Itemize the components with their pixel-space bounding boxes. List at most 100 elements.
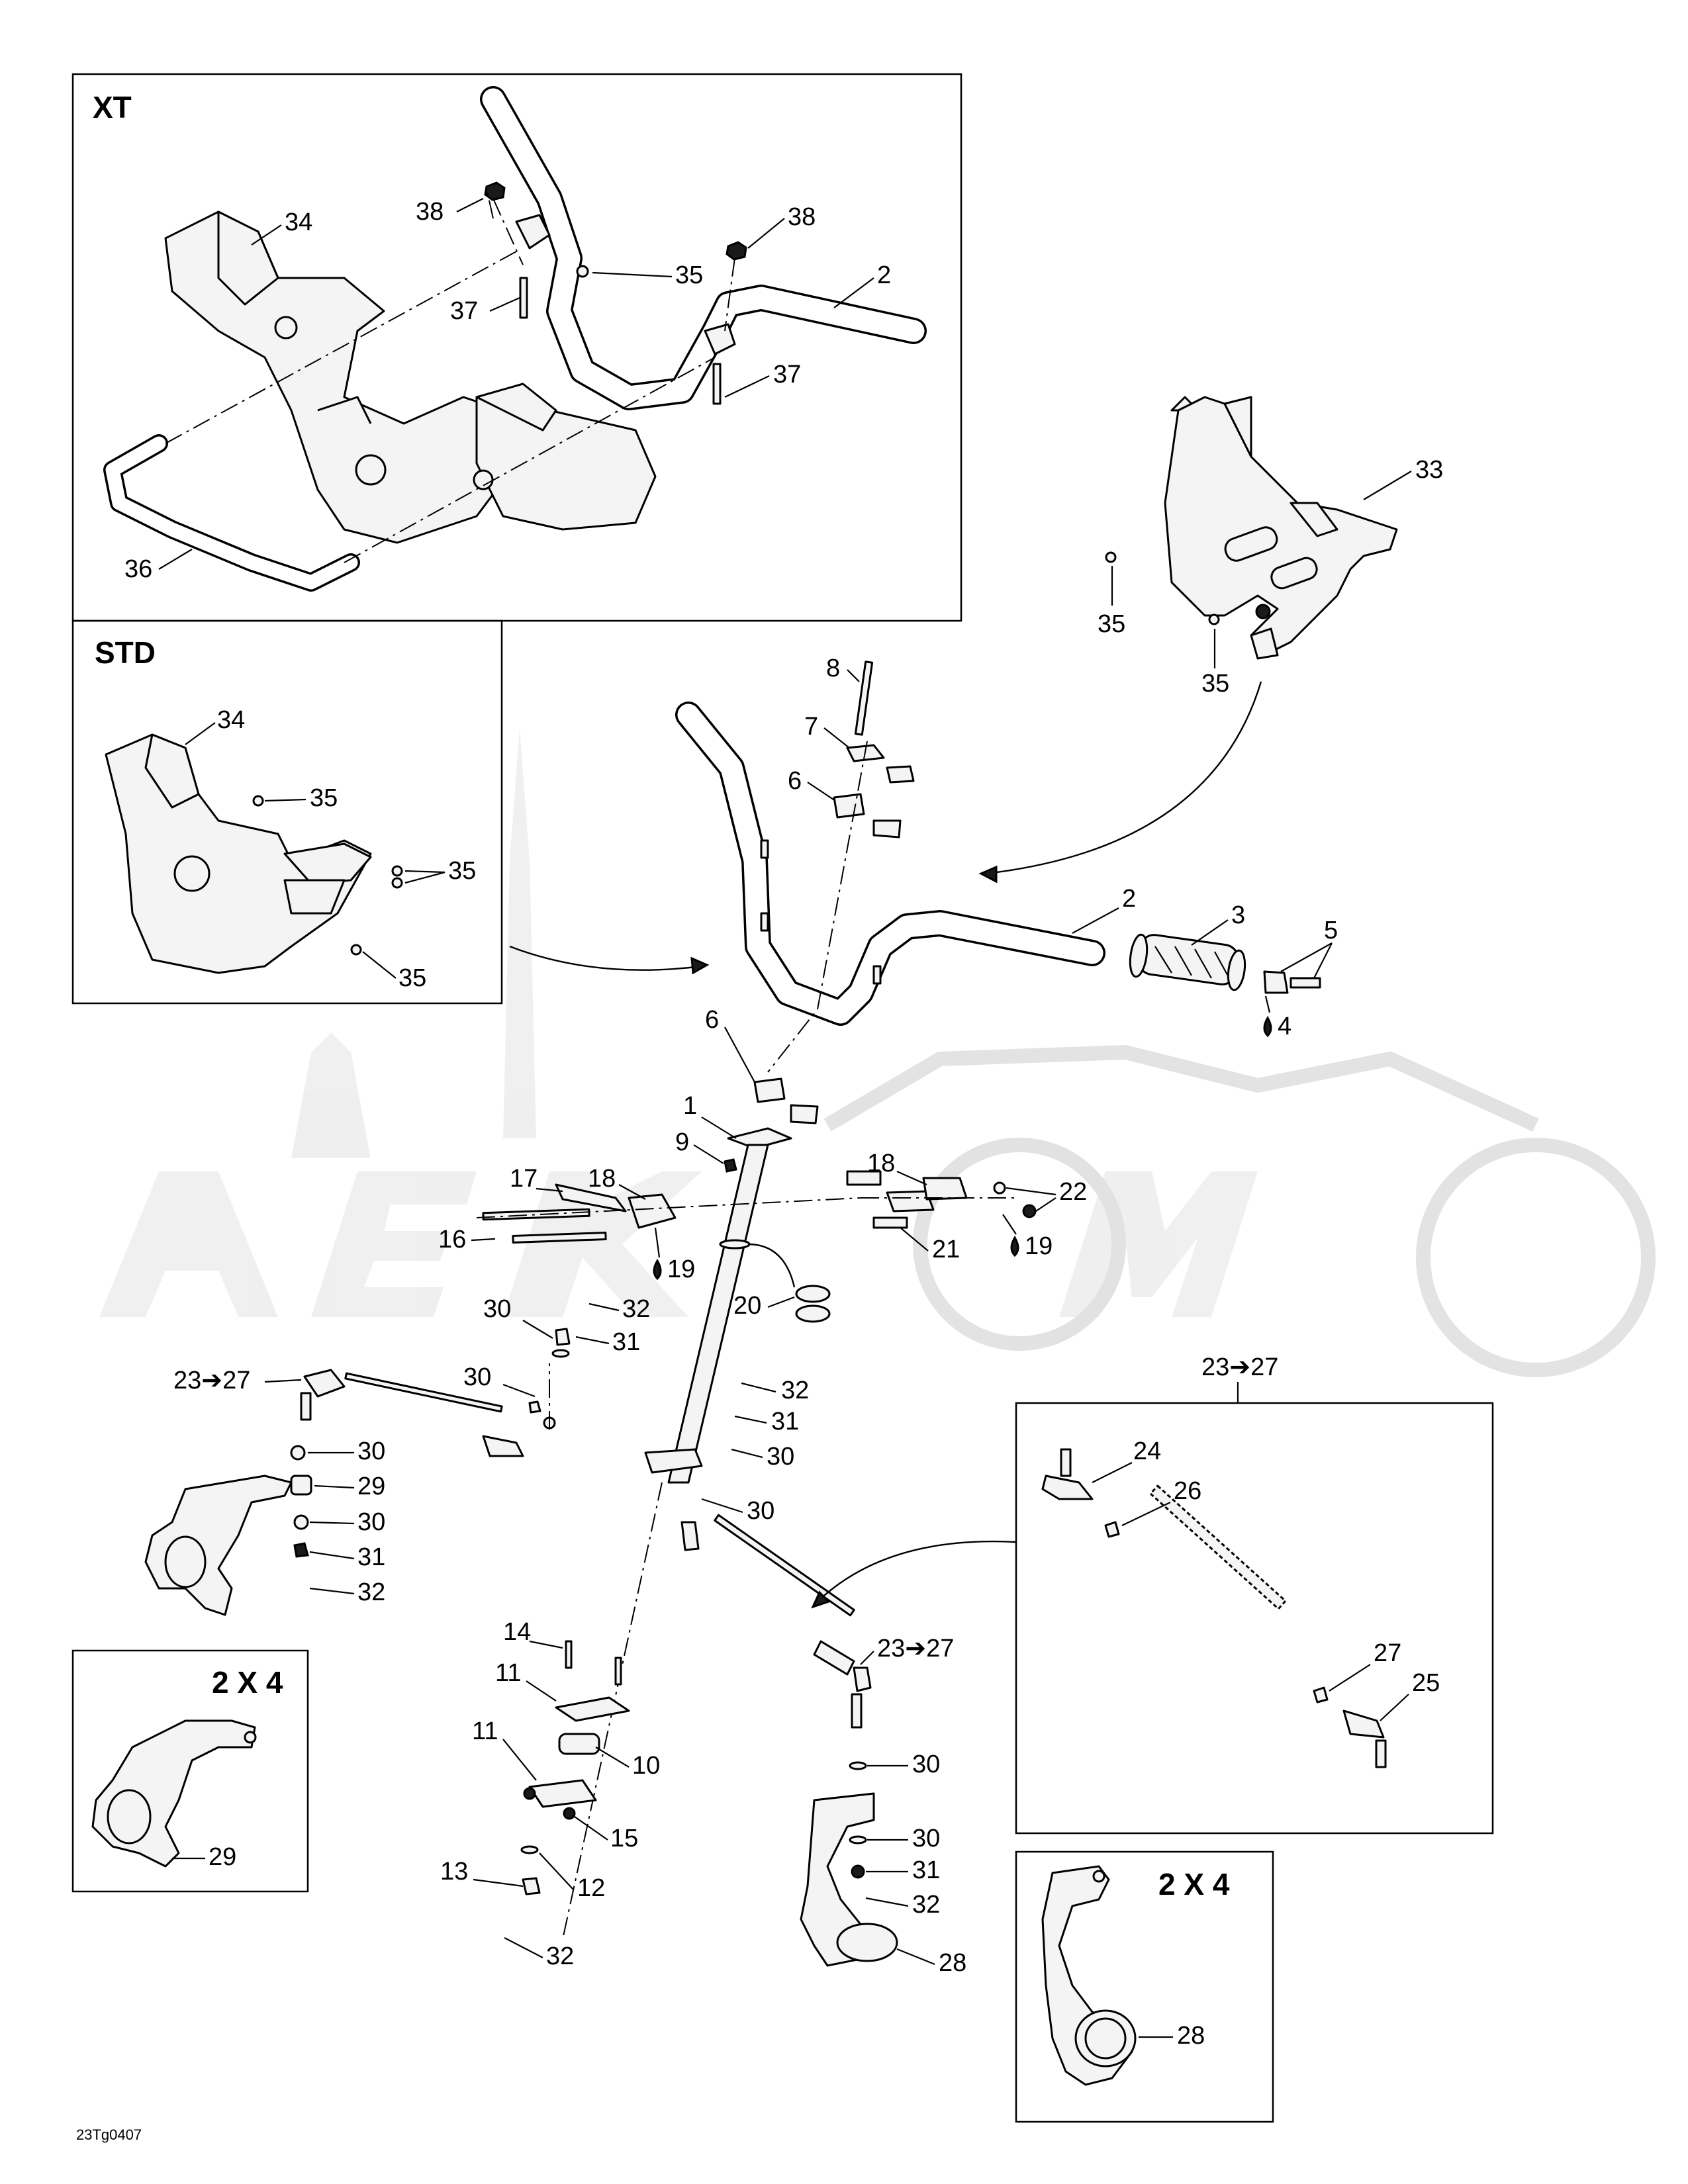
callout: 28 — [1177, 2022, 1205, 2050]
callout: 11 — [495, 1659, 521, 1687]
callout: 22 — [1059, 1178, 1087, 1206]
callout: 37 — [773, 361, 801, 388]
callout: 28 — [939, 1949, 966, 1977]
callout: 30 — [357, 1437, 385, 1465]
o-ring-arrow — [747, 1243, 796, 1288]
right-tie-rod-callouts: 23➔27 30 30 31 32 28 — [860, 1635, 966, 1977]
callout: 36 — [124, 555, 152, 583]
callout: 37 — [450, 297, 478, 325]
grease-drop-icon — [1263, 1016, 1272, 1038]
guard-to-handlebar-arrow — [986, 681, 1262, 875]
callout: 23➔27 — [173, 1367, 250, 1394]
column-callouts: 1 9 17 18 18 22 16 19 19 21 20 — [438, 1092, 1087, 1320]
tie-rod-detail-callouts: 24 26 27 25 — [1092, 1437, 1440, 1721]
knuckle-28-detail — [1041, 1865, 1137, 2086]
callout: 27 — [1374, 1639, 1401, 1667]
callout: 21 — [932, 1236, 960, 1263]
callout: 24 — [1133, 1437, 1161, 1465]
watermark — [99, 728, 1656, 1377]
main-callouts: 8 7 6 2 3 5 4 6 — [705, 655, 1338, 1083]
std-to-handlebar-arrow — [509, 945, 702, 971]
callout: 17 — [510, 1165, 538, 1193]
callout: 8 — [826, 655, 840, 682]
callout: 32 — [912, 1891, 940, 1919]
detail-box-label: 23➔27 — [1201, 1353, 1278, 1381]
callout: 32 — [546, 1942, 574, 1970]
callout: 31 — [612, 1328, 640, 1356]
callout: 31 — [357, 1543, 385, 1571]
callout: 2 — [877, 261, 891, 289]
callout: 35 — [310, 784, 338, 812]
lower-bearing-assembly — [520, 1640, 630, 1895]
steering-column — [476, 1127, 1037, 1940]
callout: 18 — [588, 1165, 616, 1193]
callout: 15 — [610, 1825, 638, 1852]
callout: 3 — [1231, 901, 1245, 929]
callout: 12 — [577, 1874, 605, 1902]
std-callouts: 34 35 35 35 — [185, 706, 476, 992]
callout: 30 — [912, 1825, 940, 1852]
right-tie-rod-assembly — [680, 1514, 898, 1967]
xt-panel-title: XT — [93, 90, 132, 124]
drawing-code: 23Tg0407 — [76, 2126, 142, 2143]
handguard-callouts: 33 35 35 — [1098, 456, 1443, 698]
callout: 32 — [357, 1578, 385, 1606]
grease-drop-icon — [1010, 1236, 1019, 1257]
callout: 13 — [440, 1858, 468, 1886]
two-by-four-right-frame — [1015, 1850, 1274, 2123]
callout: 9 — [675, 1128, 689, 1156]
two-by-four-left-title: 2 X 4 — [212, 1665, 283, 1700]
arrowhead — [811, 1590, 831, 1609]
knuckle-29-detail — [91, 1719, 257, 1868]
std-panel-frame — [71, 619, 503, 1005]
callout: 6 — [788, 767, 802, 795]
callout: 29 — [357, 1473, 385, 1500]
callout: 35 — [1201, 670, 1229, 698]
callout: 31 — [771, 1408, 799, 1435]
callout: 30 — [357, 1508, 385, 1536]
callout: 32 — [622, 1295, 650, 1323]
callout: 30 — [767, 1443, 794, 1471]
left-tie-rod-assembly — [144, 1363, 556, 1616]
std-panel-title: STD — [95, 635, 156, 670]
callout: 6 — [705, 1006, 719, 1034]
lower-bearing-callouts: 14 11 11 10 15 13 12 32 — [440, 1618, 660, 1970]
callout: 33 — [1415, 456, 1443, 484]
tie-rod-detail-frame — [1015, 1402, 1494, 1835]
callout: 18 — [867, 1150, 895, 1177]
callout: 29 — [209, 1843, 236, 1871]
callout: 20 — [733, 1292, 761, 1320]
callout: 35 — [1098, 610, 1125, 638]
callout: 2 — [1122, 885, 1136, 913]
arrowhead — [690, 956, 710, 975]
xt-callouts: 34 38 38 35 2 37 37 36 — [124, 198, 891, 583]
two-by-four-left-frame — [71, 1649, 309, 1893]
callout: 30 — [483, 1295, 511, 1323]
callout: 30 — [463, 1363, 491, 1391]
main-handlebar — [675, 660, 1321, 1124]
callout: 30 — [747, 1497, 774, 1525]
callout: 26 — [1174, 1477, 1201, 1505]
callout: 4 — [1278, 1013, 1291, 1040]
callout: 1 — [683, 1092, 697, 1120]
left-tie-rod-callouts: 30 32 31 30 32 31 30 30 23➔27 30 29 30 3… — [173, 1295, 809, 1606]
callout: 35 — [675, 261, 703, 289]
callout: 11 — [472, 1717, 498, 1745]
xt-handlebar-cover-assembly — [103, 86, 927, 592]
callout: 23➔27 — [877, 1635, 954, 1662]
callout: 34 — [217, 706, 245, 734]
two-by-four-right-title: 2 X 4 — [1158, 1867, 1230, 1901]
callout: 38 — [416, 198, 444, 226]
callout: 5 — [1324, 917, 1338, 944]
callout: 16 — [438, 1226, 466, 1253]
detail-to-tie-rod-arrow — [817, 1540, 1017, 1602]
handguard-assembly — [1105, 396, 1398, 660]
std-cover-assembly — [105, 733, 403, 974]
callout: 14 — [503, 1618, 531, 1646]
callout: 25 — [1412, 1669, 1440, 1697]
callout: 38 — [788, 203, 816, 231]
xt-panel-frame — [71, 73, 962, 622]
callout: 30 — [912, 1751, 940, 1778]
callout: 34 — [285, 208, 312, 236]
